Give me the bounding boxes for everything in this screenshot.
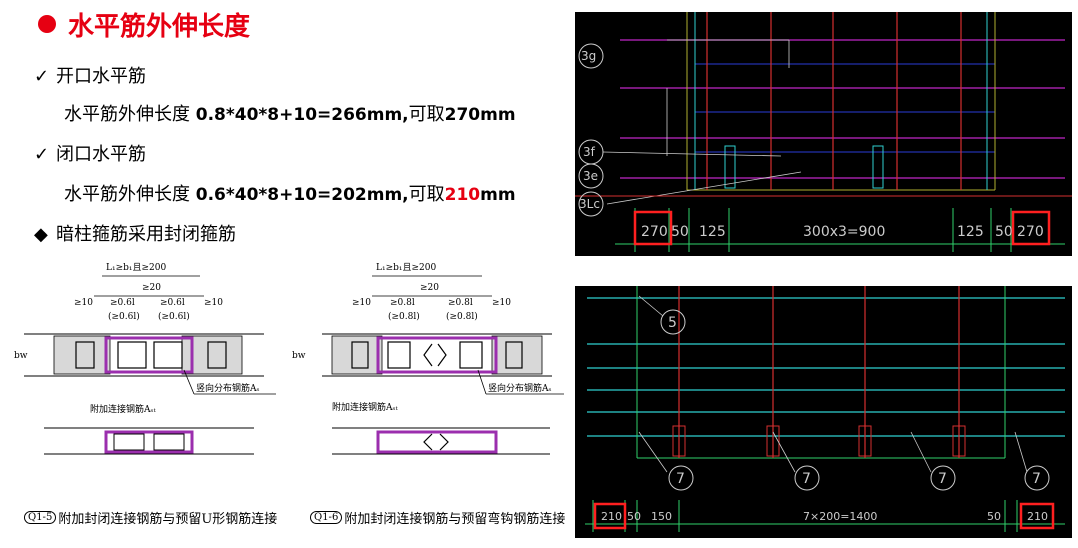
axis-label: 7 [676, 471, 685, 487]
dim-text: 50 [995, 224, 1013, 240]
item-closed-length: 水平筋外伸长度 0.6*40*8+10=202mm,可取210mm [64, 184, 516, 205]
axis-label: 3e [583, 169, 598, 183]
dim-bw: bw [14, 351, 28, 361]
bullet-dot-icon [38, 15, 56, 33]
caption-badge: Q1-6 [310, 511, 343, 524]
dim-text: 50 [987, 510, 1001, 523]
dim-text: 150 [651, 510, 672, 523]
dim-p2b: (≥0.8l) [446, 311, 478, 322]
dim-10-right: ≥10 [204, 298, 223, 308]
item-closed-bar: ✓闭口水平筋 [34, 144, 146, 165]
diamond-icon: ◆ [34, 224, 48, 245]
dim-10-left: ≥10 [74, 298, 93, 308]
dim-text: 125 [699, 224, 726, 240]
item-open-bar: ✓开口水平筋 [34, 66, 146, 87]
dim-p2b: (≥0.6l) [158, 311, 190, 322]
caption-left: Q1-5 附加封闭连接钢筋与预留U形钢筋连接 [24, 508, 277, 527]
highlight-box [1011, 210, 1051, 246]
check-icon: ✓ [34, 144, 50, 165]
dim-text: 270 [641, 224, 668, 240]
dim-p1b: (≥0.6l) [108, 311, 140, 322]
dim-p2: ≥0.6l [160, 298, 185, 308]
title-text: 水平筋外伸长度 [68, 11, 251, 42]
dim-p2: ≥0.8l [448, 298, 473, 308]
dim-text: 270 [1017, 224, 1044, 240]
axis-label: 5 [668, 315, 677, 331]
cad-drawing-top: 3g 3f 3e 3Lc 270 50 125 300x3=900 125 50… [575, 12, 1072, 252]
dim-p1b: (≥0.8l) [388, 311, 420, 322]
dim-text: 50 [627, 510, 641, 523]
dim-p1: ≥0.8l [390, 298, 415, 308]
cad-panel-top: 3g 3f 3e 3Lc 270 50 125 300x3=900 125 50… [575, 12, 1072, 256]
add-bar-label: 附加连接钢筋Aₛₜ [332, 401, 399, 413]
dim-10-left: ≥10 [352, 298, 371, 308]
top-label: L₁≥b₁且≥200 [376, 262, 436, 273]
caption-right: Q1-6 附加封闭连接钢筋与预留弯钩钢筋连接 [310, 508, 565, 527]
axis-label: 3g [581, 49, 596, 63]
dim-20: ≥20 [420, 283, 439, 293]
dim-bw: bw [292, 351, 306, 361]
slide-title: 水平筋外伸长度 [38, 6, 250, 42]
vert-bar-label: 竖向分布钢筋Aₛ [196, 382, 260, 394]
detail-diagram-right: L₁≥b₁且≥200 ≥20 ≥10 ≥10 ≥0.8l (≥0.8l) ≥0.… [292, 262, 564, 455]
dim-text: 50 [671, 224, 689, 240]
check-icon: ✓ [34, 66, 50, 87]
dim-text: 210 [601, 510, 622, 523]
dim-text: 300x3=900 [803, 224, 885, 240]
axis-label: 7 [1032, 471, 1041, 487]
top-label: L₁≥b₁且≥200 [106, 262, 166, 273]
dim-text: 7×200=1400 [803, 510, 877, 523]
axis-label: 7 [802, 471, 811, 487]
add-bar-label: 附加连接钢筋Aₛₜ [90, 403, 157, 415]
item-stirrup: ◆暗柱箍筋采用封闭箍筋 [34, 224, 236, 245]
dim-10-right: ≥10 [492, 298, 511, 308]
dim-p1: ≥0.6l [110, 298, 135, 308]
axis-label: 3Lc [579, 197, 600, 211]
dim-text: 125 [957, 224, 984, 240]
caption-badge: Q1-5 [24, 511, 57, 524]
vert-bar-label: 竖向分布钢筋Aₛ [488, 382, 552, 394]
dim-text: 210 [1027, 510, 1048, 523]
detail-diagram-left: L₁≥b₁且≥200 ≥20 ≥10 ≥10 ≥0.6l (≥0.6l) ≥0.… [14, 262, 276, 455]
axis-label: 3f [583, 145, 596, 159]
highlight-box [1019, 502, 1055, 530]
cad-drawing-bottom: 5 7 7 7 7 210 50 150 7×200=1400 50 210 [585, 286, 1065, 532]
highlight-box [633, 210, 673, 246]
dim-20: ≥20 [142, 283, 161, 293]
highlight-box [593, 502, 627, 530]
cad-panel-bottom: 5 7 7 7 7 210 50 150 7×200=1400 50 210 [575, 286, 1072, 538]
item-open-length: 水平筋外伸长度 0.8*40*8+10=266mm,可取270mm [64, 104, 516, 125]
axis-label: 7 [938, 471, 947, 487]
